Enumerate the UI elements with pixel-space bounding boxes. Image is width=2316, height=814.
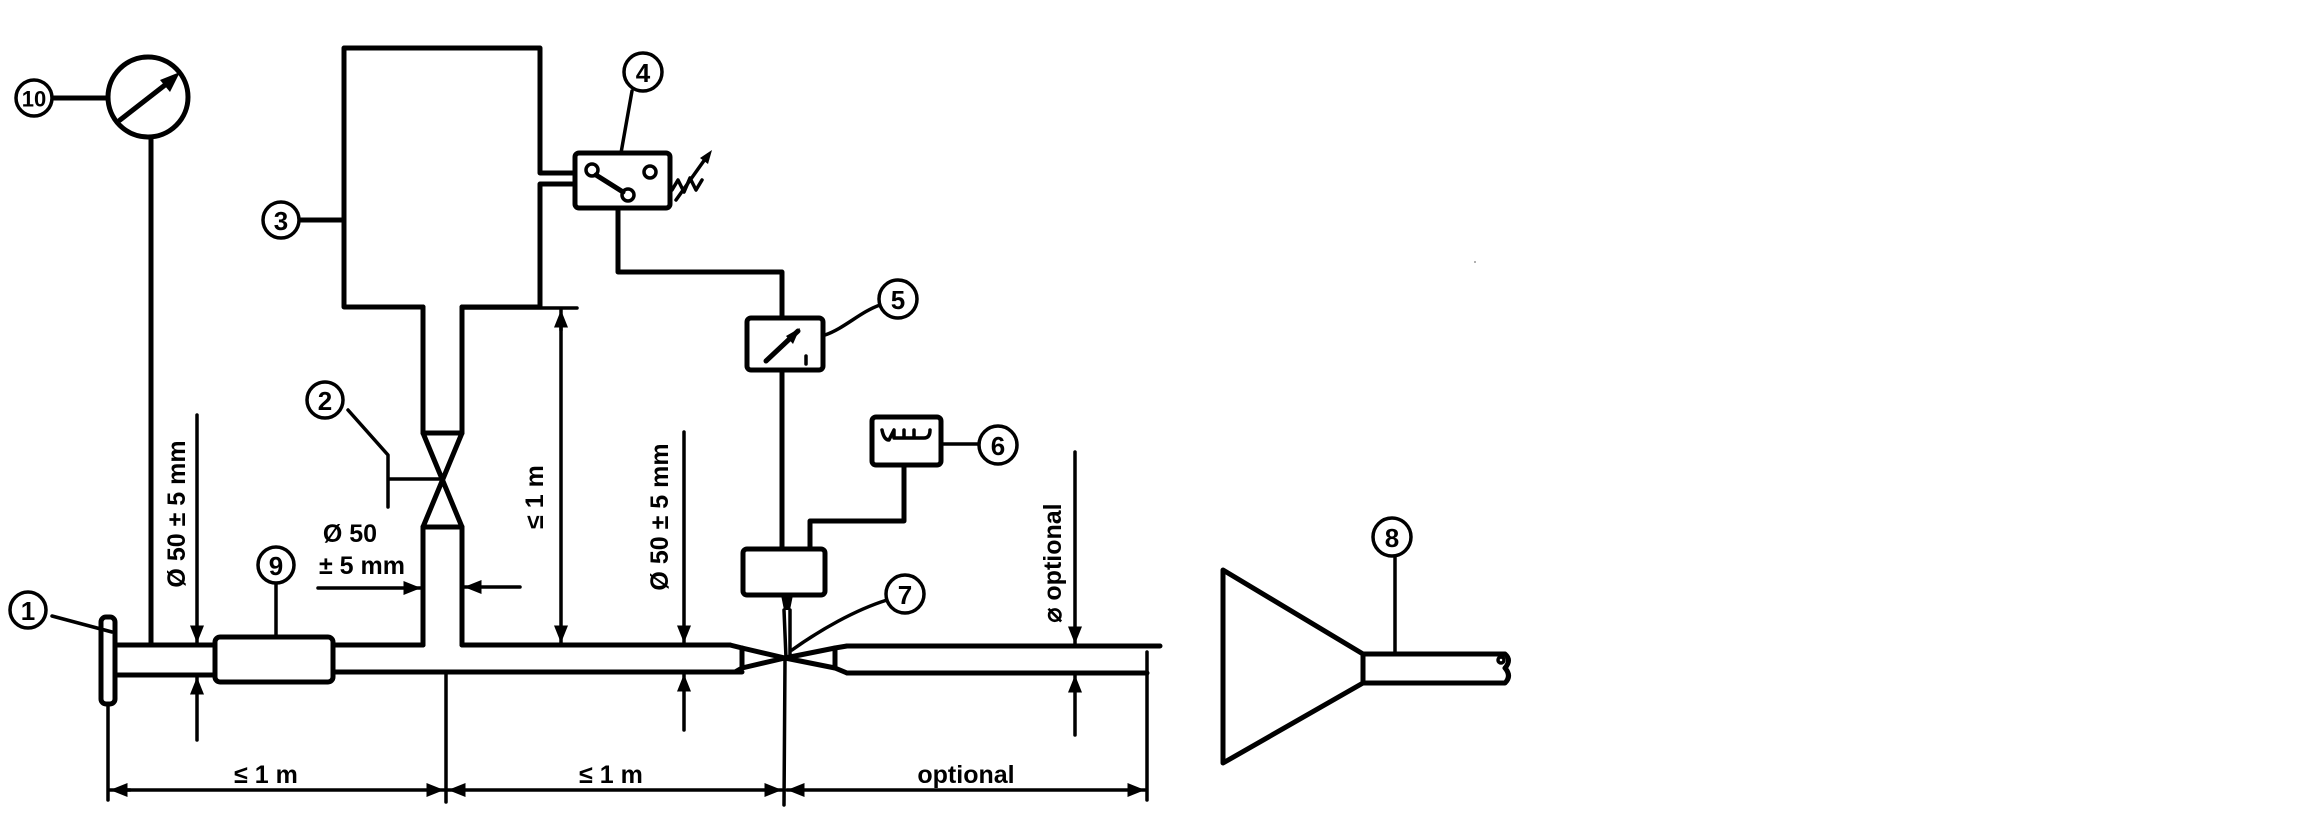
callout-4: 4	[622, 51, 664, 93]
callout-1: 1	[8, 590, 48, 630]
callout-7-label: 7	[898, 580, 912, 610]
main-pipe	[98, 614, 1163, 802]
signal-wire-switch-to-meter	[615, 205, 785, 321]
spout-break-icon	[1496, 655, 1506, 665]
sensor-box	[740, 546, 828, 598]
pressure-switch	[572, 150, 712, 211]
switch-lever-icon	[593, 172, 626, 195]
dimension-mid-diameter: Ø 50 ± 5 mm	[646, 430, 691, 732]
callout-10-label: 10	[22, 87, 46, 112]
sensor-probe	[782, 608, 788, 660]
callout-3: 3	[261, 200, 301, 240]
callout-4-label: 4	[636, 58, 651, 88]
dimension-label-length-2: ≤ 1 m	[579, 761, 643, 789]
dimension-riser-diameter: Ø 50 ± 5 mm	[316, 520, 522, 595]
recorder-box	[869, 414, 944, 468]
callout-9-label: 9	[269, 551, 283, 581]
callout-10: 10	[14, 78, 54, 118]
callout-4-leader	[619, 89, 634, 155]
meter-needle-tip-icon	[786, 328, 800, 344]
recorder	[869, 414, 944, 468]
dimension-label-length-3: optional	[917, 761, 1014, 789]
callout-7-leader	[790, 598, 889, 652]
adjustable-arrow-icon	[674, 153, 710, 202]
dimension-label-mid-diameter: Ø 50 ± 5 mm	[646, 443, 674, 590]
dimension-label-riser-height: ≤ 1 m	[521, 465, 549, 529]
dimension-label-length-1: ≤ 1 m	[234, 761, 298, 789]
switch-contact-icon	[642, 164, 658, 180]
switch-contact-icon	[584, 162, 600, 178]
callout-2: 2	[305, 380, 345, 420]
callout-5-leader	[823, 303, 882, 337]
dimension-label-riser-diameter-2: ± 5 mm	[319, 552, 405, 580]
scan-speck	[1474, 261, 1476, 263]
dimension-label-left-diameter: Ø 50 ± 5 mm	[163, 440, 191, 587]
funnel	[1220, 567, 1511, 766]
nozzle-sensor	[740, 546, 828, 660]
sensor-stem-icon	[781, 595, 793, 610]
venturi-inlet	[727, 642, 788, 675]
callout-1-leader	[50, 614, 114, 634]
callout-7: 7	[884, 573, 926, 615]
callout-8-label: 8	[1385, 523, 1399, 553]
recorder-trace-icon	[880, 428, 932, 442]
callout-2-label: 2	[318, 386, 332, 416]
chamber-outline-left	[341, 45, 578, 310]
callout-5: 5	[877, 278, 919, 320]
dimension-left-diameter: Ø 50 ± 5 mm	[163, 413, 204, 742]
callout-1-label: 1	[21, 596, 35, 626]
dimension-label-riser-diameter-1: Ø 50	[323, 520, 377, 548]
callout-5-label: 5	[891, 285, 905, 315]
indicator-meter	[744, 315, 826, 373]
adjustable-arrow-tip-icon	[700, 150, 712, 164]
callout-2-leader	[346, 408, 444, 509]
dimension-right-diameter: ⌀ optional	[1039, 450, 1082, 737]
venturi-outlet	[782, 643, 850, 676]
chamber-outline-right	[459, 181, 578, 310]
gauge-needle-tip-icon	[160, 72, 180, 92]
extension-line	[782, 658, 787, 807]
callout-8: 8	[1371, 516, 1413, 558]
switch-contact-icon	[620, 187, 636, 203]
coupling	[212, 634, 336, 685]
riser-pipe	[420, 304, 465, 648]
signal-wire-recorder-to-sensor	[807, 462, 907, 552]
dimension-label-right-diameter: ⌀ optional	[1039, 503, 1067, 622]
funnel-spout	[1360, 651, 1511, 686]
dimension-riser-height: ≤ 1 m	[460, 306, 579, 645]
callout-6: 6	[977, 424, 1019, 466]
dimension-lengths: ≤ 1 m ≤ 1 m optional	[106, 658, 1147, 807]
callout-6-label: 6	[991, 431, 1005, 461]
callout-9: 9	[256, 545, 296, 585]
funnel-cone	[1220, 567, 1366, 766]
callout-3-label: 3	[274, 206, 288, 236]
